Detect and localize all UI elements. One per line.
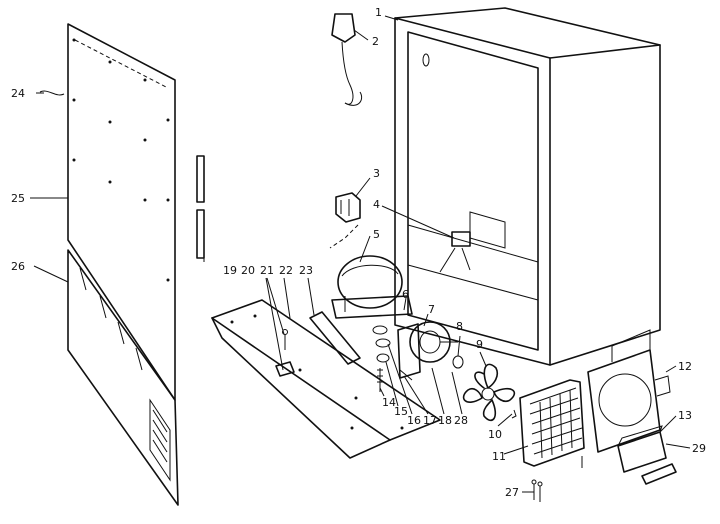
- cabinet: [394, 7, 661, 366]
- screws: [511, 409, 583, 502]
- callout-10: 10: [488, 428, 502, 441]
- callout-19: 19: [223, 264, 237, 277]
- wire-clip: [39, 90, 65, 96]
- back-panel: [67, 23, 176, 401]
- callout-14: 14: [382, 396, 396, 409]
- callout-18: 18: [438, 414, 452, 427]
- callout-25: 25: [11, 192, 25, 205]
- callout-8: 8: [456, 320, 463, 333]
- callout-labels: 1 2 3 4 5 6 7 8 9 10 11 12 13 14 15 16 1…: [11, 6, 706, 499]
- callout-20: 20: [241, 264, 255, 277]
- callout-6: 6: [402, 288, 409, 301]
- callout-1: 1: [375, 6, 382, 19]
- fan-blade: [462, 363, 516, 422]
- callout-12: 12: [678, 360, 692, 373]
- drain-channel: [309, 311, 361, 365]
- compressor: [331, 255, 413, 319]
- drain-pan: [617, 425, 667, 473]
- leader-lines: [30, 15, 691, 493]
- callout-11: 11: [492, 450, 506, 463]
- callout-15: 15: [394, 405, 408, 418]
- callout-23: 23: [299, 264, 313, 277]
- callout-16: 16: [407, 414, 421, 427]
- fan-hub: [452, 355, 464, 369]
- thermostat: [439, 231, 471, 273]
- base-plate: [211, 299, 441, 459]
- shroud: [587, 329, 671, 453]
- callout-3: 3: [373, 167, 380, 180]
- callout-26: 26: [11, 260, 25, 273]
- fan-motor: [397, 321, 458, 381]
- callout-21: 21: [260, 264, 274, 277]
- callout-28: 28: [454, 414, 468, 427]
- callout-2: 2: [372, 35, 379, 48]
- callout-17: 17: [423, 414, 437, 427]
- callout-29: 29: [692, 442, 706, 455]
- bracket: [275, 361, 295, 377]
- callout-27: 27: [505, 486, 519, 499]
- gasket-strip: [196, 155, 205, 259]
- callout-7: 7: [428, 303, 435, 316]
- callout-13: 13: [678, 409, 692, 422]
- callout-24: 24: [11, 87, 25, 100]
- callout-5: 5: [373, 228, 380, 241]
- callout-4: 4: [373, 198, 380, 211]
- mounting-hardware: [372, 325, 391, 392]
- lower-panel: [67, 249, 179, 506]
- clip: [641, 463, 677, 485]
- screw: [282, 329, 288, 350]
- callout-9: 9: [476, 338, 483, 351]
- condenser: [519, 379, 585, 467]
- power-cord: [331, 13, 363, 106]
- callout-22: 22: [279, 264, 293, 277]
- relay: [329, 192, 361, 249]
